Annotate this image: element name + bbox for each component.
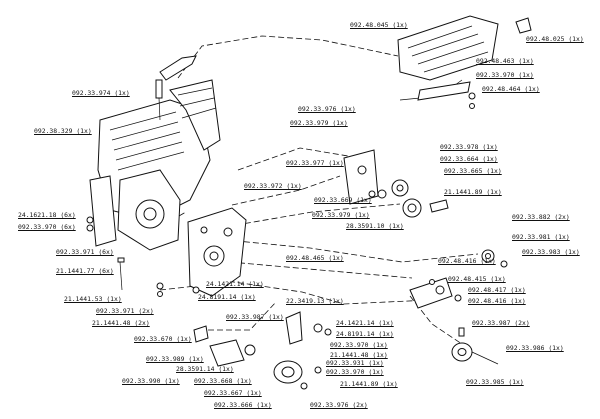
part-label-24-1421-14-low: 24.1421.14 (1x) <box>336 319 394 327</box>
right-assembly <box>409 249 508 309</box>
lower-pulley-assembly <box>193 311 332 390</box>
part-label-092-48-416-b: 092.48.416 (1x) <box>468 297 526 305</box>
part-label-092-33-976: 092.33.976 (1x) <box>298 105 356 113</box>
part-label-21-1441-77: 21.1441.77 (6x) <box>56 267 114 275</box>
part-label-092-48-463: 092.48.463 (1x) <box>476 57 534 65</box>
part-label-24-1621-18: 24.1621.18 (6x) <box>18 211 76 219</box>
part-label-092-38-329: 092.38.329 (1x) <box>34 127 92 135</box>
part-label-28-3591-14: 28.3591.14 (1x) <box>176 365 234 373</box>
part-label-092-33-970-top: 092.33.970 (1x) <box>476 71 534 79</box>
part-label-092-33-667: 092.33.667 (1x) <box>204 389 262 397</box>
part-label-28-3591-10: 28.3591.10 (1x) <box>346 222 404 230</box>
part-label-21-1441-89-mid: 21.1441.89 (1x) <box>444 188 502 196</box>
part-label-21-1441-89-low: 21.1441.89 (1x) <box>340 380 398 388</box>
part-label-092-33-970-bottom: 092.33.970 (1x) <box>326 368 384 376</box>
part-label-092-33-882: 092.33.882 (2x) <box>512 213 570 221</box>
part-label-092-33-989: 092.33.989 (1x) <box>146 355 204 363</box>
part-label-092-33-971-left: 092.33.971 (6x) <box>56 248 114 256</box>
part-label-092-33-670: 092.33.670 (1x) <box>134 335 192 343</box>
part-label-092-33-970-low: 092.33.970 (1x) <box>330 341 388 349</box>
part-label-092-33-665: 092.33.665 (1x) <box>444 167 502 175</box>
part-label-092-33-666: 092.33.666 (1x) <box>214 401 272 409</box>
part-label-092-33-987-mid: 092.33.987 (1x) <box>226 313 284 321</box>
part-label-092-48-465: 092.48.465 (1x) <box>286 254 344 262</box>
part-label-092-33-979: 092.33.979 (1x) <box>290 119 348 127</box>
part-label-092-33-978: 092.33.978 (1x) <box>440 143 498 151</box>
part-label-092-33-970-left: 092.33.970 (6x) <box>18 223 76 231</box>
part-label-092-33-972: 092.33.972 (1x) <box>244 182 302 190</box>
part-label-092-33-971-low: 092.33.971 (2x) <box>96 307 154 315</box>
lower-disc-assembly <box>451 327 499 365</box>
part-label-092-33-664: 092.33.664 (1x) <box>440 155 498 163</box>
part-label-092-33-669: 092.33.669 (1x) <box>314 196 372 204</box>
engine-block <box>89 79 221 251</box>
part-label-21-1441-48-left: 21.1441.48 (2x) <box>92 319 150 327</box>
part-label-092-33-979-b: 092.33.979 (1x) <box>312 211 370 219</box>
part-label-092-33-987-right: 092.33.987 (2x) <box>472 319 530 327</box>
part-label-092-33-990: 092.33.990 (1x) <box>122 377 180 385</box>
assembly-guide-lines <box>139 35 479 345</box>
part-label-092-48-025: 092.48.025 (1x) <box>526 35 584 43</box>
part-label-21-1441-53: 21.1441.53 (1x) <box>64 295 122 303</box>
part-label-24-8191-14-mid: 24.8191.14 (1x) <box>198 293 256 301</box>
part-label-092-33-981: 092.33.981 (1x) <box>512 233 570 241</box>
part-label-092-48-415: 092.48.415 (1x) <box>448 275 506 283</box>
part-label-092-33-985: 092.33.985 (1x) <box>466 378 524 386</box>
part-label-092-48-464: 092.48.464 (1x) <box>482 85 540 93</box>
part-label-092-33-668: 092.33.668 (1x) <box>194 377 252 385</box>
part-label-24-8191-14-low: 24.8191.14 (1x) <box>336 330 394 338</box>
part-label-092-33-976-low: 092.33.976 (2x) <box>310 401 368 409</box>
idler-bracket <box>343 149 449 218</box>
part-label-21-1441-48-low: 21.1441.48 (1x) <box>330 351 388 359</box>
engine-cover <box>397 15 532 109</box>
part-label-24-1421-14-mid: 24.1421.14 (1x) <box>206 280 264 288</box>
left-fasteners <box>86 216 200 297</box>
part-label-092-33-983: 092.33.983 (1x) <box>522 248 580 256</box>
part-label-092-33-931: 092.33.931 (1x) <box>326 359 384 367</box>
part-label-092-33-977: 092.33.977 (1x) <box>286 159 344 167</box>
starter-handle <box>155 55 197 121</box>
part-label-092-33-986: 092.33.986 (1x) <box>506 344 564 352</box>
part-label-092-48-416-a: 092.48.416 (1x) <box>438 257 496 265</box>
part-label-22-3419-13: 22.3419.13 (1x) <box>286 297 344 305</box>
part-label-092-48-417: 092.48.417 (1x) <box>468 286 526 294</box>
part-label-092-33-974: 092.33.974 (1x) <box>72 89 130 97</box>
part-label-092-48-045: 092.48.045 (1x) <box>350 21 408 29</box>
gearbox-plate <box>187 207 247 297</box>
